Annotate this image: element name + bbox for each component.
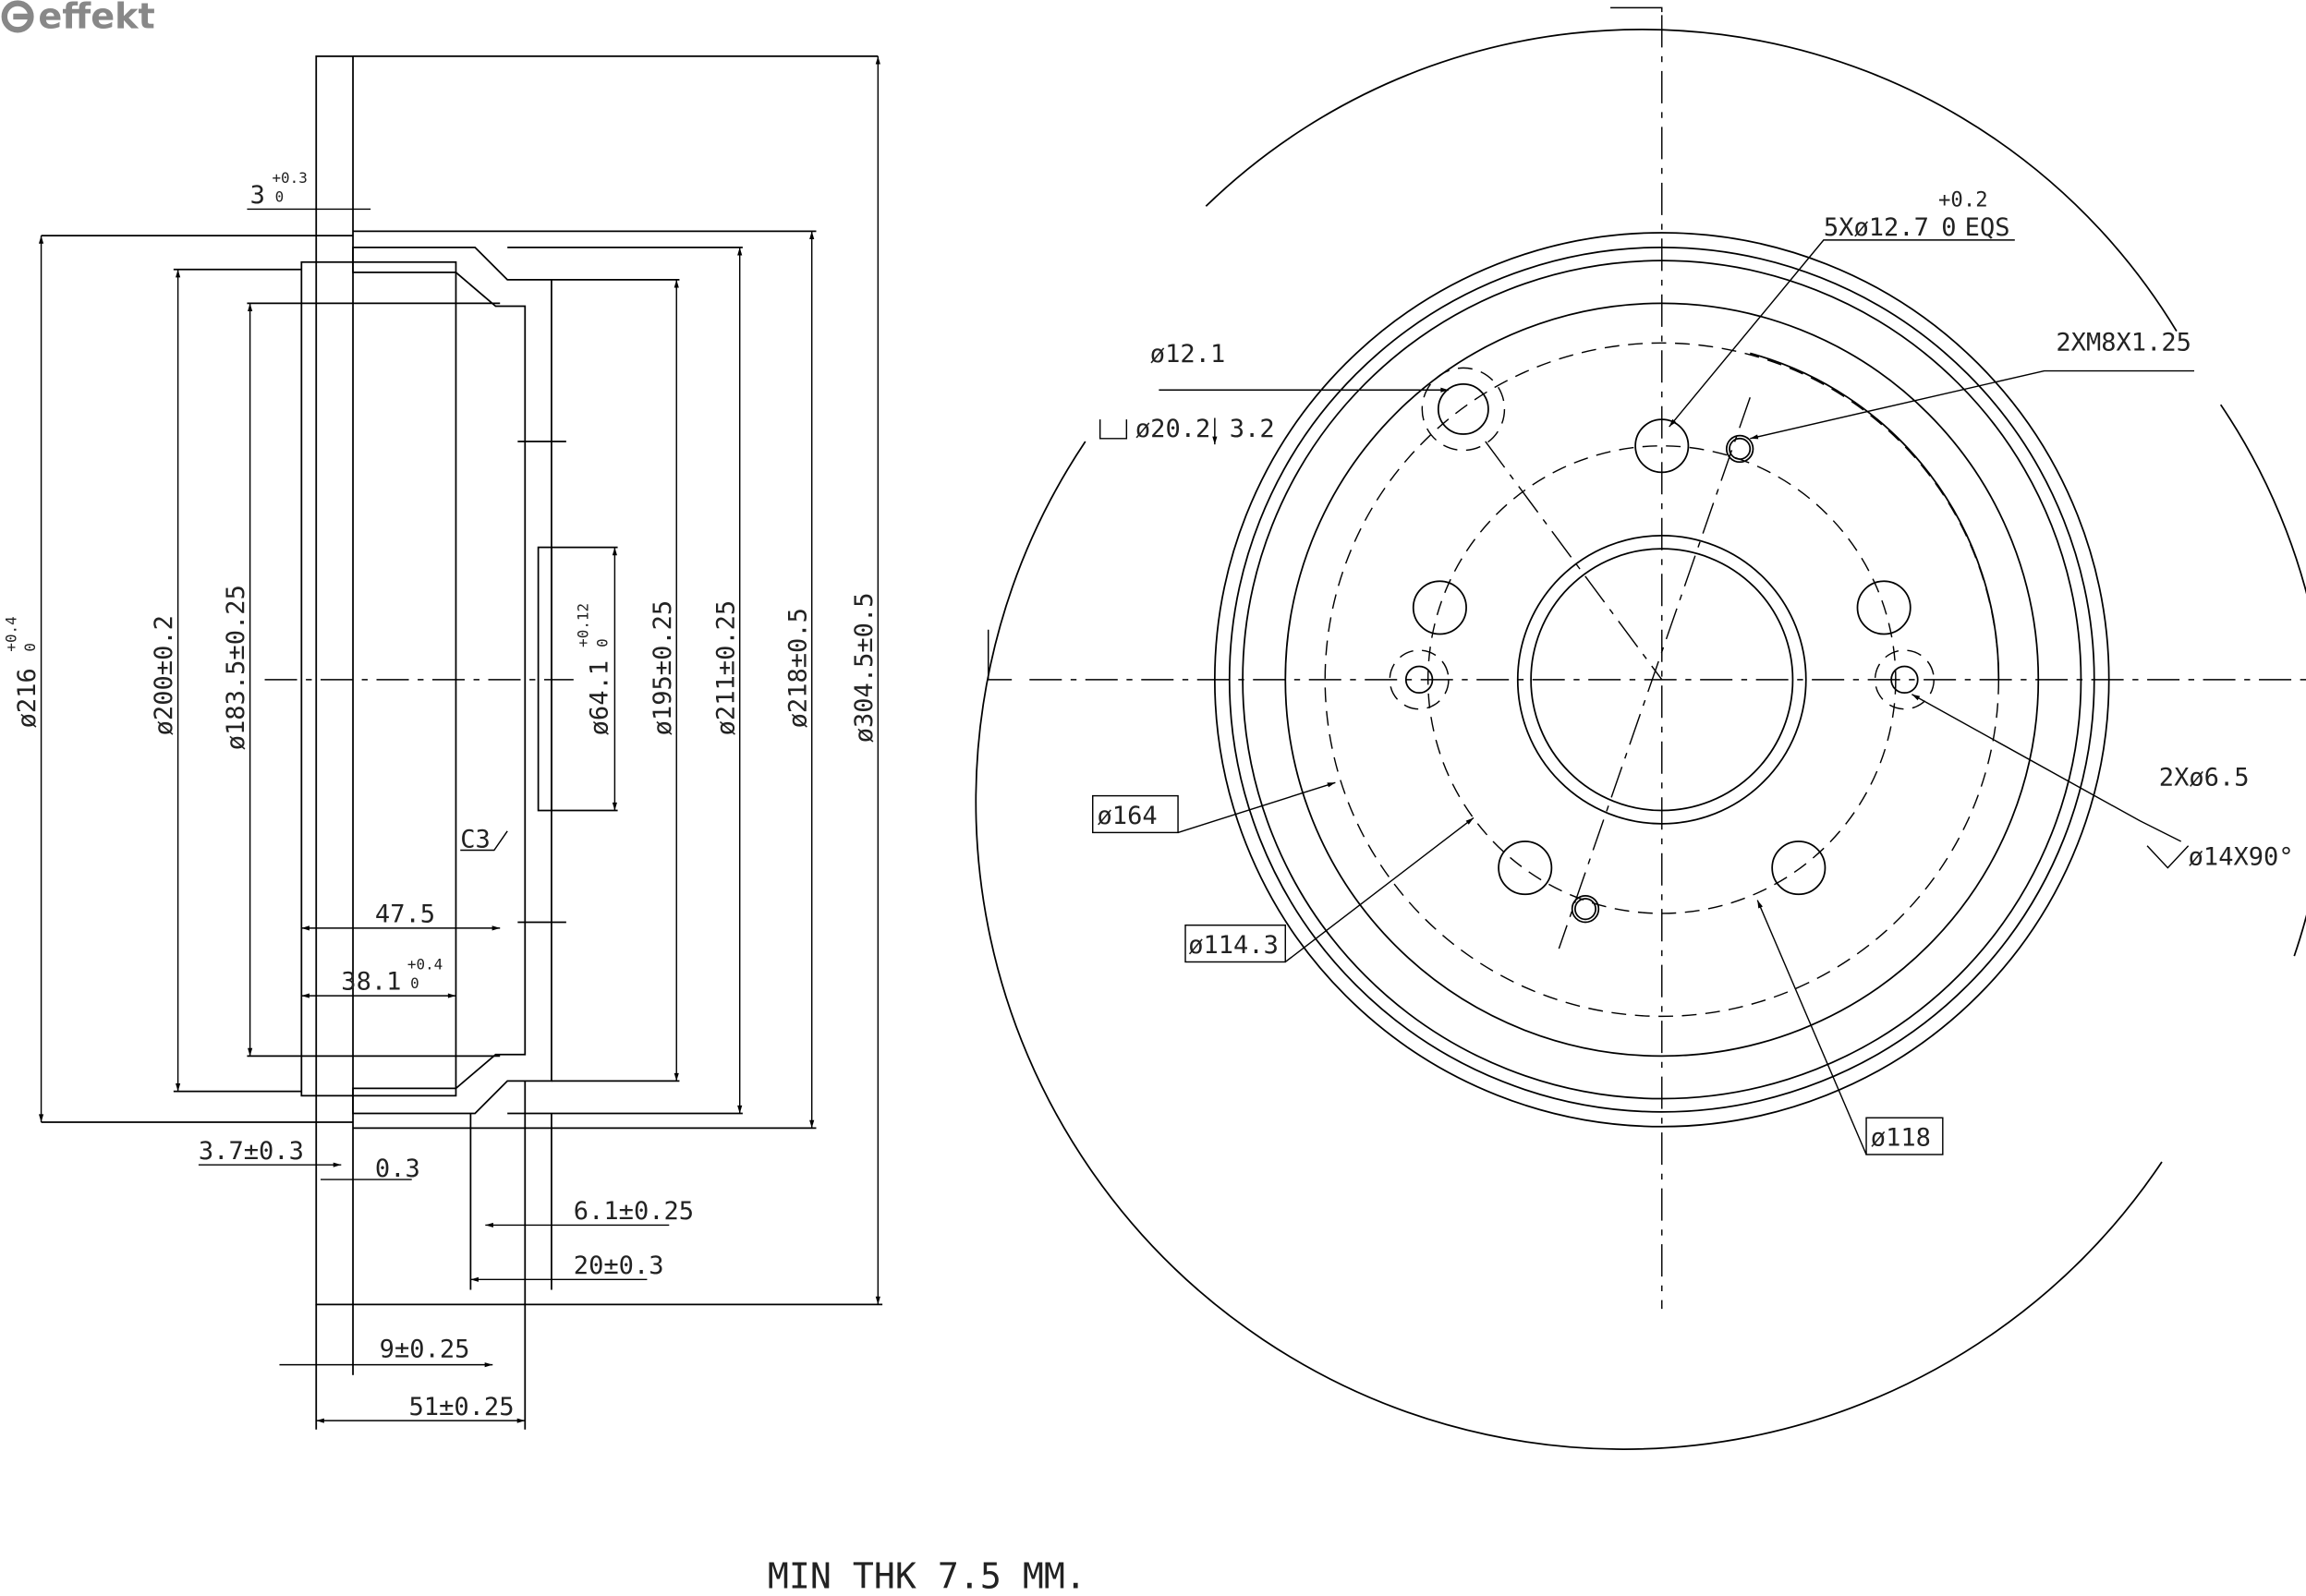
label-bolt-tol-up: +0.2 [1938,187,1988,212]
dim-47-5: 47.5 [375,901,435,929]
dim-d64: ø64.1 [585,660,613,735]
dim-38-1-tol-lo: 0 [410,974,419,992]
chamfer-c3: C3 [460,825,491,853]
front-view: 5Xø12.7 +0.2 0 EQS 2XM8X1.25 ø12.1 ø20.2… [975,6,2306,1450]
min-thickness-note: MIN THK 7.5 MM. [768,1557,1086,1596]
dim-d195: ø195±0.25 [649,600,677,736]
dim-d64-tol-lo: 0 [593,638,611,647]
label-counterbore-depth: 3.2 [1230,415,1275,443]
label-counterbore: ø20.2 [1135,415,1210,443]
dim-d64-tol-up: +0.12 [575,603,592,647]
dim-0-3: 0.3 [375,1155,420,1183]
friction-ring-section [315,55,354,1306]
dim-d211: ø211±0.25 [711,600,740,736]
dim-d183: ø183.5±0.25 [222,585,250,750]
dim-d218: ø218±0.5 [783,608,812,728]
dim-9: 9±0.25 [380,1336,470,1364]
label-d164: ø164 [1098,802,1158,830]
dim-d304: ø304.5±0.5 [850,592,879,743]
dim-51: 51±0.25 [409,1393,515,1421]
label-bolt-holes: 5Xø12.7 [1824,213,1929,242]
label-d118: ø118 [1871,1123,1931,1152]
dim-t3-tol-lo: 0 [275,188,285,206]
label-d6-5: 2Xø6.5 [2159,763,2250,792]
label-bolt-eqs: EQS [1965,213,2010,242]
dim-3-7: 3.7±0.3 [199,1137,304,1166]
side-section-view: ø216 +0.4 0 ø200±0.2 ø183.5±0.25 ø64.1 +… [3,55,883,1430]
bore-outline [300,260,457,1097]
dim-t3-tol-up: +0.3 [272,169,307,187]
label-thread: 2XM8X1.25 [2056,328,2191,357]
dim-6-1: 6.1±0.25 [574,1197,694,1226]
effekt-logo: effekt [1,0,155,38]
dim-d216-tol-lo: 0 [21,643,39,652]
dim-d216: ø216 [13,668,42,728]
logo-text: effekt [38,0,154,38]
label-d12-1: ø12.1 [1150,340,1225,369]
label-d114: ø114.3 [1188,931,1279,960]
dim-d200: ø200±0.2 [150,615,178,735]
label-bolt-tol-lo: 0 [1941,213,1956,242]
dim-38-1: 38.1 [341,968,401,997]
hat-section [352,246,552,1115]
wheel-bolt-holes [1412,418,1912,896]
dim-38-1-tol-up: +0.4 [407,955,443,973]
dim-20: 20±0.3 [574,1251,664,1280]
dim-d216-tol-up: +0.4 [3,616,20,651]
dim-t3: 3 [250,181,265,210]
label-csk: ø14X90° [2189,842,2294,871]
